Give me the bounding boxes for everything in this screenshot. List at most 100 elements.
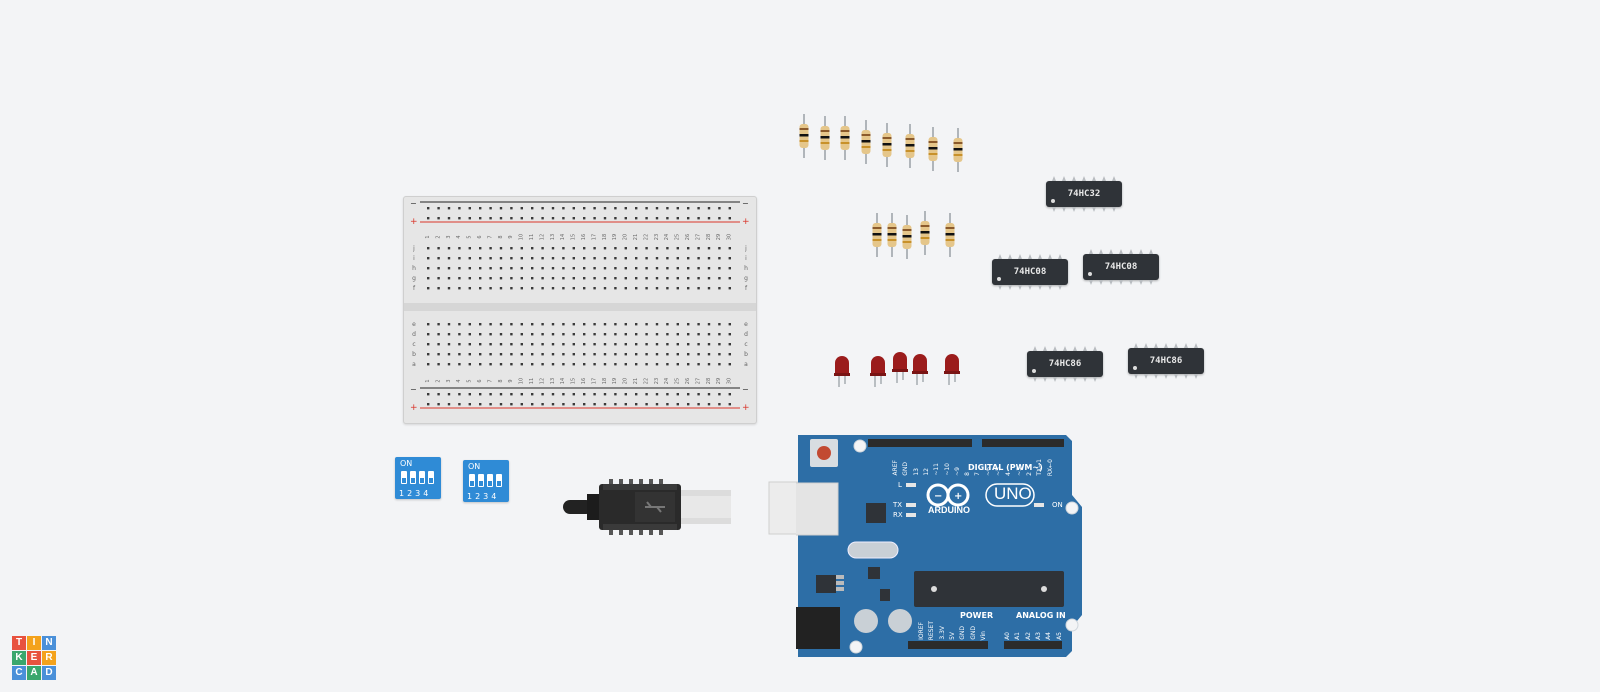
resistor-icon[interactable] (928, 127, 938, 171)
column-number-label: 19 (612, 378, 618, 384)
resistor-icon[interactable] (872, 213, 882, 257)
led-icon[interactable] (834, 356, 850, 387)
led-icon[interactable] (912, 354, 928, 385)
pin-label: ~9 (953, 467, 961, 476)
ic-pin (1052, 207, 1056, 212)
dip-switch-1[interactable]: ON 1234 (395, 457, 441, 499)
svg-text:+: + (954, 491, 962, 502)
ic-chip-74hc08[interactable]: 74HC08 (992, 254, 1068, 290)
resistor-icon[interactable] (905, 124, 915, 168)
column-number-label: 23 (654, 234, 660, 240)
column-number-label: 29 (716, 234, 722, 240)
ic-pin (1112, 176, 1116, 181)
pin1-marker-icon (1133, 366, 1137, 370)
ic-pin (1109, 280, 1113, 285)
pin1-marker-icon (997, 277, 1001, 281)
ic-pin (1072, 176, 1076, 181)
resistor-icon[interactable] (882, 123, 892, 167)
column-number-label: 1 (425, 379, 431, 382)
ic-pin (1144, 343, 1148, 348)
pin-label: ~6 (984, 467, 992, 476)
dip-switch-2[interactable]: ON 1234 (463, 460, 509, 502)
dip-numbers: 1234 (467, 492, 500, 501)
column-number-label: 3 (446, 235, 452, 238)
ic-pin (1063, 377, 1067, 382)
ic-pin (1083, 346, 1087, 351)
pin-label: TX→1 (1036, 459, 1044, 476)
ic-pin (1109, 249, 1113, 254)
ic-pin (1174, 343, 1178, 348)
resistor-icon[interactable] (887, 213, 897, 257)
resistor-group[interactable] (790, 110, 980, 270)
ic-pin (998, 285, 1002, 290)
ic-pin (1089, 280, 1093, 285)
row-label: d (744, 331, 748, 338)
logo-letter: A (27, 666, 41, 680)
ic-pin (1043, 377, 1047, 382)
resistor-icon[interactable] (840, 116, 850, 160)
rail-minus-label: − (410, 199, 417, 208)
arduino-uno-board[interactable]: − + (796, 435, 1084, 657)
led-rx-label: RX (893, 511, 903, 519)
ic-pin (1052, 176, 1056, 181)
column-number-label: 17 (591, 378, 597, 384)
pin-label: A0 (1004, 632, 1011, 640)
ic-chip-74hc86[interactable]: 74HC86 (1128, 343, 1204, 379)
pin-label: GND (969, 626, 977, 640)
resistor-icon[interactable] (953, 128, 963, 172)
resistor-icon[interactable] (945, 213, 955, 257)
rail-plus-label: + (410, 403, 418, 413)
pin-label: A4 (1045, 632, 1053, 640)
ic-chip-74hc08[interactable]: 74HC08 (1083, 249, 1159, 285)
led-tx-label: TX (893, 501, 903, 509)
pin-label: GND (902, 462, 910, 476)
column-number-label: 28 (706, 378, 712, 384)
column-number-label: 16 (581, 234, 587, 240)
led-icon[interactable] (892, 352, 908, 383)
pin-label: AREF (892, 460, 899, 476)
resistor-icon[interactable] (799, 114, 809, 158)
ic-pin (1033, 377, 1037, 382)
logo-letter: N (42, 636, 56, 650)
logo-letter: R (42, 651, 56, 665)
ic-pin (1058, 254, 1062, 259)
column-number-label: 1 (425, 235, 431, 238)
row-label: g (412, 275, 416, 282)
column-number-label: 16 (581, 378, 587, 384)
row-label: c (744, 341, 747, 348)
ic-pin (1099, 249, 1103, 254)
ic-chip-74hc32[interactable]: 74HC32 (1046, 176, 1122, 212)
pin1-marker-icon (1088, 272, 1092, 276)
ic-pin (1174, 374, 1178, 379)
pin1-marker-icon (1032, 369, 1036, 373)
led-l-label: L (898, 481, 902, 489)
column-number-label: 20 (623, 378, 629, 384)
logo-letter: E (27, 651, 41, 665)
ic-pin (1008, 254, 1012, 259)
led-icon[interactable] (944, 354, 960, 385)
ic-chip-74hc86[interactable]: 74HC86 (1027, 346, 1103, 382)
resistor-icon[interactable] (820, 116, 830, 160)
column-number-label: 7 (487, 235, 493, 238)
column-number-label: 20 (623, 234, 629, 240)
ic-pin (1083, 377, 1087, 382)
resistor-icon[interactable] (861, 120, 871, 164)
resistor-icon[interactable] (920, 211, 930, 255)
ic-pin (1018, 285, 1022, 290)
pin-label: A3 (1034, 632, 1042, 640)
digital-label: DIGITAL (PWM~) (968, 463, 1043, 472)
ic-pin (1089, 249, 1093, 254)
column-number-label: 2 (435, 379, 441, 382)
ic-pin (1028, 254, 1032, 259)
pin-label: ~11 (933, 463, 941, 476)
resistor-icon[interactable] (902, 215, 912, 259)
led-group[interactable] (830, 348, 970, 388)
led-icon[interactable] (870, 356, 886, 387)
row-label: e (744, 321, 748, 328)
dip-on-label: ON (468, 462, 481, 471)
row-label: a (412, 361, 416, 368)
ic-label: 74HC08 (1104, 262, 1138, 272)
column-number-label: 10 (519, 378, 525, 384)
